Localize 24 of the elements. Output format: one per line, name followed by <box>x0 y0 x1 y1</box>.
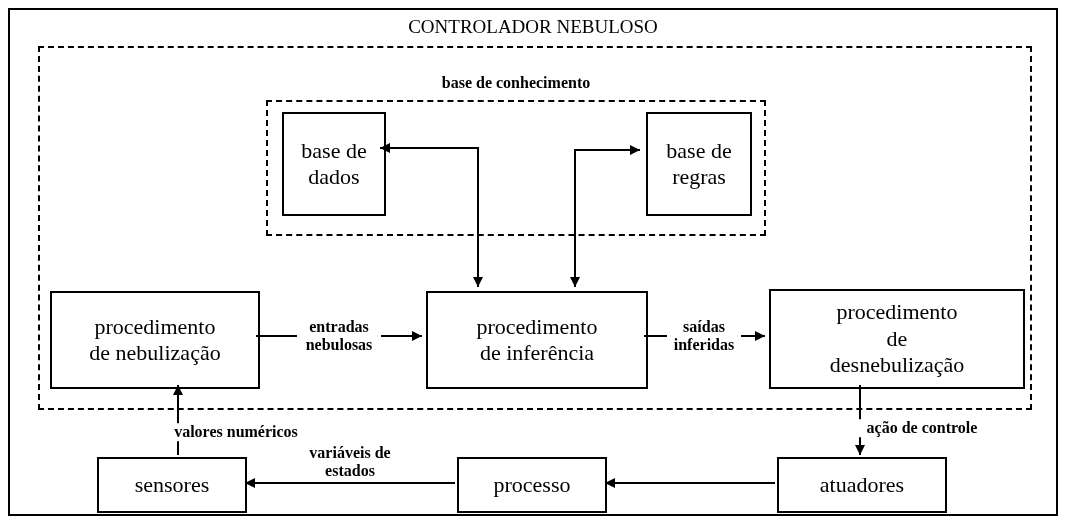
arrow <box>570 145 641 288</box>
node-text: procedimento de desnebulização <box>828 299 966 379</box>
process-box <box>769 289 1025 389</box>
outer-frame <box>8 8 1058 516</box>
node-text: procedimento de nebulização <box>88 313 222 367</box>
node-text: base de dados <box>300 137 368 191</box>
arrow <box>604 478 776 488</box>
process-box <box>457 457 607 513</box>
group-heading: base de conhecimento <box>440 74 592 92</box>
process-box <box>50 291 260 389</box>
node-text: base de regras <box>665 137 733 191</box>
node-text: sensores <box>133 471 211 499</box>
process-box <box>777 457 947 513</box>
node-text: processo <box>492 471 572 499</box>
process-box <box>97 457 247 513</box>
node-text: procedimento de inferência <box>475 313 599 367</box>
process-box <box>646 112 752 216</box>
group-heading: CONTROLADOR NEBULOSO <box>407 16 659 38</box>
node-text: atuadores <box>818 471 906 499</box>
arrow <box>379 143 483 288</box>
dashed-group-box <box>38 46 1032 410</box>
process-box <box>426 291 648 389</box>
process-box <box>282 112 386 216</box>
arrow <box>244 478 456 488</box>
